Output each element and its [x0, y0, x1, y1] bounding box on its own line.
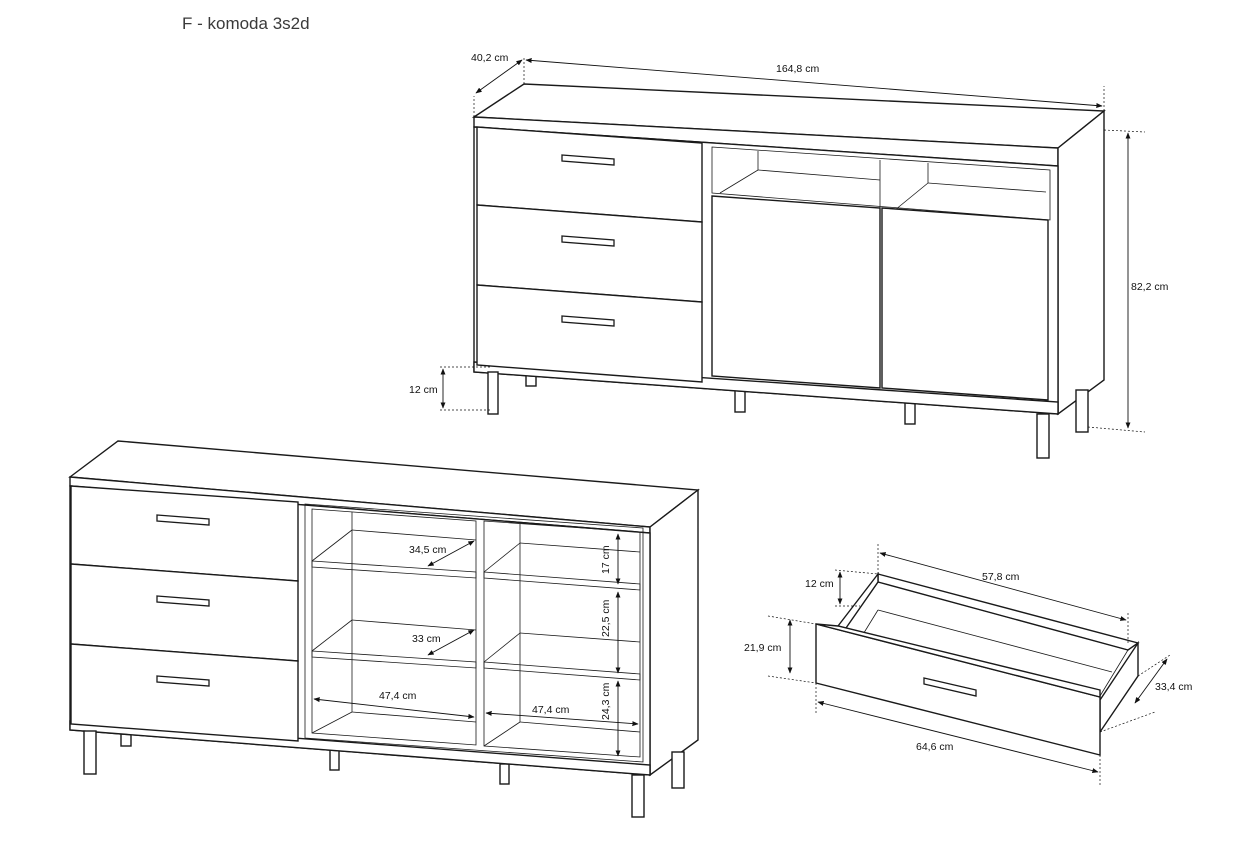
- dim-height: 82,2 cm: [1131, 281, 1169, 293]
- drawer-detail-view: 57,8 cm 12 cm 21,9 cm 33,4 cm 64,6 cm: [744, 543, 1193, 785]
- dim-compartment-height-top: 17 cm: [600, 545, 612, 574]
- leg: [734, 389, 746, 413]
- leg: [499, 763, 510, 785]
- dim-compartment-width-right: 47,4 cm: [532, 704, 570, 716]
- dim-drawer-depth: 33,4 cm: [1155, 681, 1193, 693]
- leg: [1036, 413, 1050, 459]
- handle-icon: [156, 675, 210, 687]
- leg: [487, 371, 499, 415]
- dim-leg-height: 12 cm: [409, 384, 438, 396]
- door: [711, 195, 881, 389]
- dim-drawer-front-height: 21,9 cm: [744, 642, 782, 654]
- handle-icon: [561, 154, 615, 166]
- side-panel: [649, 488, 699, 777]
- shelf: [483, 571, 641, 591]
- dim-width: 164,8 cm: [776, 63, 819, 75]
- dim-depth: 40,2 cm: [471, 52, 509, 64]
- dim-drawer-inner-height: 12 cm: [805, 578, 834, 590]
- drawer-front: [70, 643, 299, 742]
- leg: [1075, 389, 1089, 433]
- open-carcass: [304, 503, 644, 763]
- dim-compartment-height-mid: 22,5 cm: [600, 599, 612, 637]
- dim-shelf-depth-top: 34,5 cm: [409, 544, 447, 556]
- handle-icon: [561, 315, 615, 327]
- side-panel: [1057, 109, 1105, 416]
- handle-icon: [156, 514, 210, 526]
- leg: [631, 774, 645, 818]
- door: [881, 207, 1049, 401]
- drawer-side: [1099, 640, 1139, 735]
- leg: [83, 730, 97, 775]
- dim-compartment-height-bottom: 24,3 cm: [600, 682, 612, 720]
- handle-icon: [156, 595, 210, 607]
- drawing-title: F - komoda 3s2d: [182, 14, 310, 33]
- drawer-back: [877, 573, 1140, 651]
- sideboard-open-view: 34,5 cm 33 cm 17 cm 22,5 cm 24,3 cm 47,4…: [68, 440, 700, 818]
- shelf: [483, 661, 641, 681]
- dim-shelf-depth-mid: 33 cm: [412, 633, 441, 645]
- dim-drawer-front-width: 64,6 cm: [916, 741, 954, 753]
- shelf: [311, 650, 477, 669]
- leg: [329, 749, 340, 771]
- handle-icon: [923, 677, 977, 697]
- handle-icon: [561, 235, 615, 247]
- dim-drawer-inner-length: 57,8 cm: [982, 571, 1020, 583]
- leg: [671, 751, 685, 789]
- sideboard-closed-view: 40,2 cm 164,8 cm 82,2 cm 12 cm: [409, 52, 1169, 459]
- open-shelf: [711, 146, 1051, 221]
- drawer-front: [476, 284, 703, 383]
- drawer-front-top: [815, 623, 1101, 698]
- dim-compartment-width-left: 47,4 cm: [379, 690, 417, 702]
- shelf: [311, 560, 477, 579]
